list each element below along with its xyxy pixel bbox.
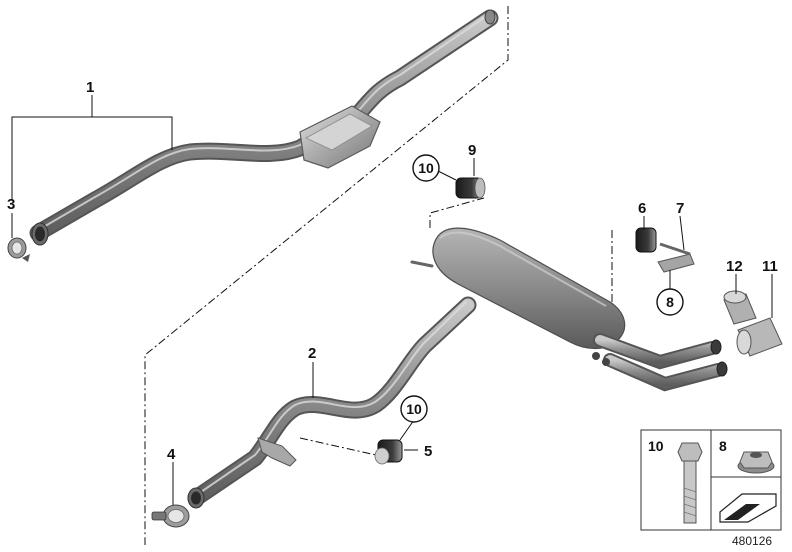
tail-sleeve-part-11 [736,317,783,357]
callout-6: 6 [638,200,646,217]
callout-7: 7 [676,200,684,217]
rear-muffler [410,227,728,392]
clamp-part-4 [151,504,190,528]
fastener-legend: 10 8 [640,429,782,531]
callout-10-lower: 10 [400,395,428,423]
callout-4: 4 [167,446,176,463]
callout-12: 12 [726,258,743,275]
callout-1: 1 [86,79,94,96]
bolt-icon [677,442,703,524]
thread-direction-icon [719,493,777,523]
clamp-part-3 [7,237,30,262]
rubber-mount-part-9 [455,177,486,199]
legend-nut-label: 8 [719,438,727,454]
rubber-mount-part-5 [374,439,403,465]
legend-bolt-label: 10 [648,438,664,454]
callout-2: 2 [308,345,316,362]
svg-text:10: 10 [418,160,434,176]
callout-9: 9 [468,142,476,159]
callout-11: 11 [762,258,778,275]
rubber-mount-part-6 [635,227,657,253]
svg-text:10: 10 [406,401,422,417]
rear-pipe-assembly [187,227,728,509]
tail-sleeve-part-12 [723,290,757,325]
bracket-part-7 [657,242,695,273]
flange-nut-icon [737,451,775,474]
rear-pipe-bracket [257,437,297,467]
callout-3: 3 [7,196,15,213]
callout-5: 5 [424,443,432,460]
svg-text:8: 8 [666,294,674,310]
front-pipe-assembly [29,9,499,246]
callout-10-upper: 10 [412,154,440,182]
callout-8: 8 [656,288,684,316]
diagram-id: 480126 [732,534,772,548]
